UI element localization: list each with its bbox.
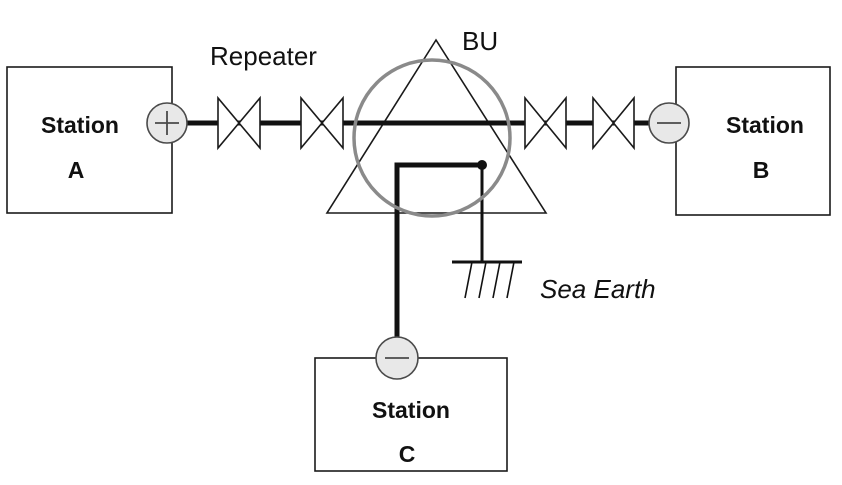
station-c-box [314,357,508,472]
repeater-1 [217,95,261,151]
station-b-label: Station [726,112,804,138]
repeater-3 [524,95,567,151]
bu-label: BU [462,26,498,56]
station-a-letter: A [68,157,85,183]
station-a-positive-terminal [146,102,188,144]
repeater-label: Repeater [210,41,317,71]
station-c-letter: C [399,441,416,467]
repeater-4 [592,95,635,151]
station-a-box [6,66,173,214]
sea-earth-symbol [452,260,522,299]
station-b-box [675,66,831,216]
station-b-letter: B [753,157,770,183]
sea-earth-label: Sea Earth [540,274,656,304]
station-a-label: Station [41,112,119,138]
station-b-negative-terminal [648,102,690,144]
repeater-2 [300,95,344,151]
branch-cable [394,162,482,360]
branching-unit-circle [352,58,512,218]
station-c-negative-terminal [375,336,419,380]
station-c-label: Station [372,397,450,423]
branching-unit-triangle [325,38,548,214]
